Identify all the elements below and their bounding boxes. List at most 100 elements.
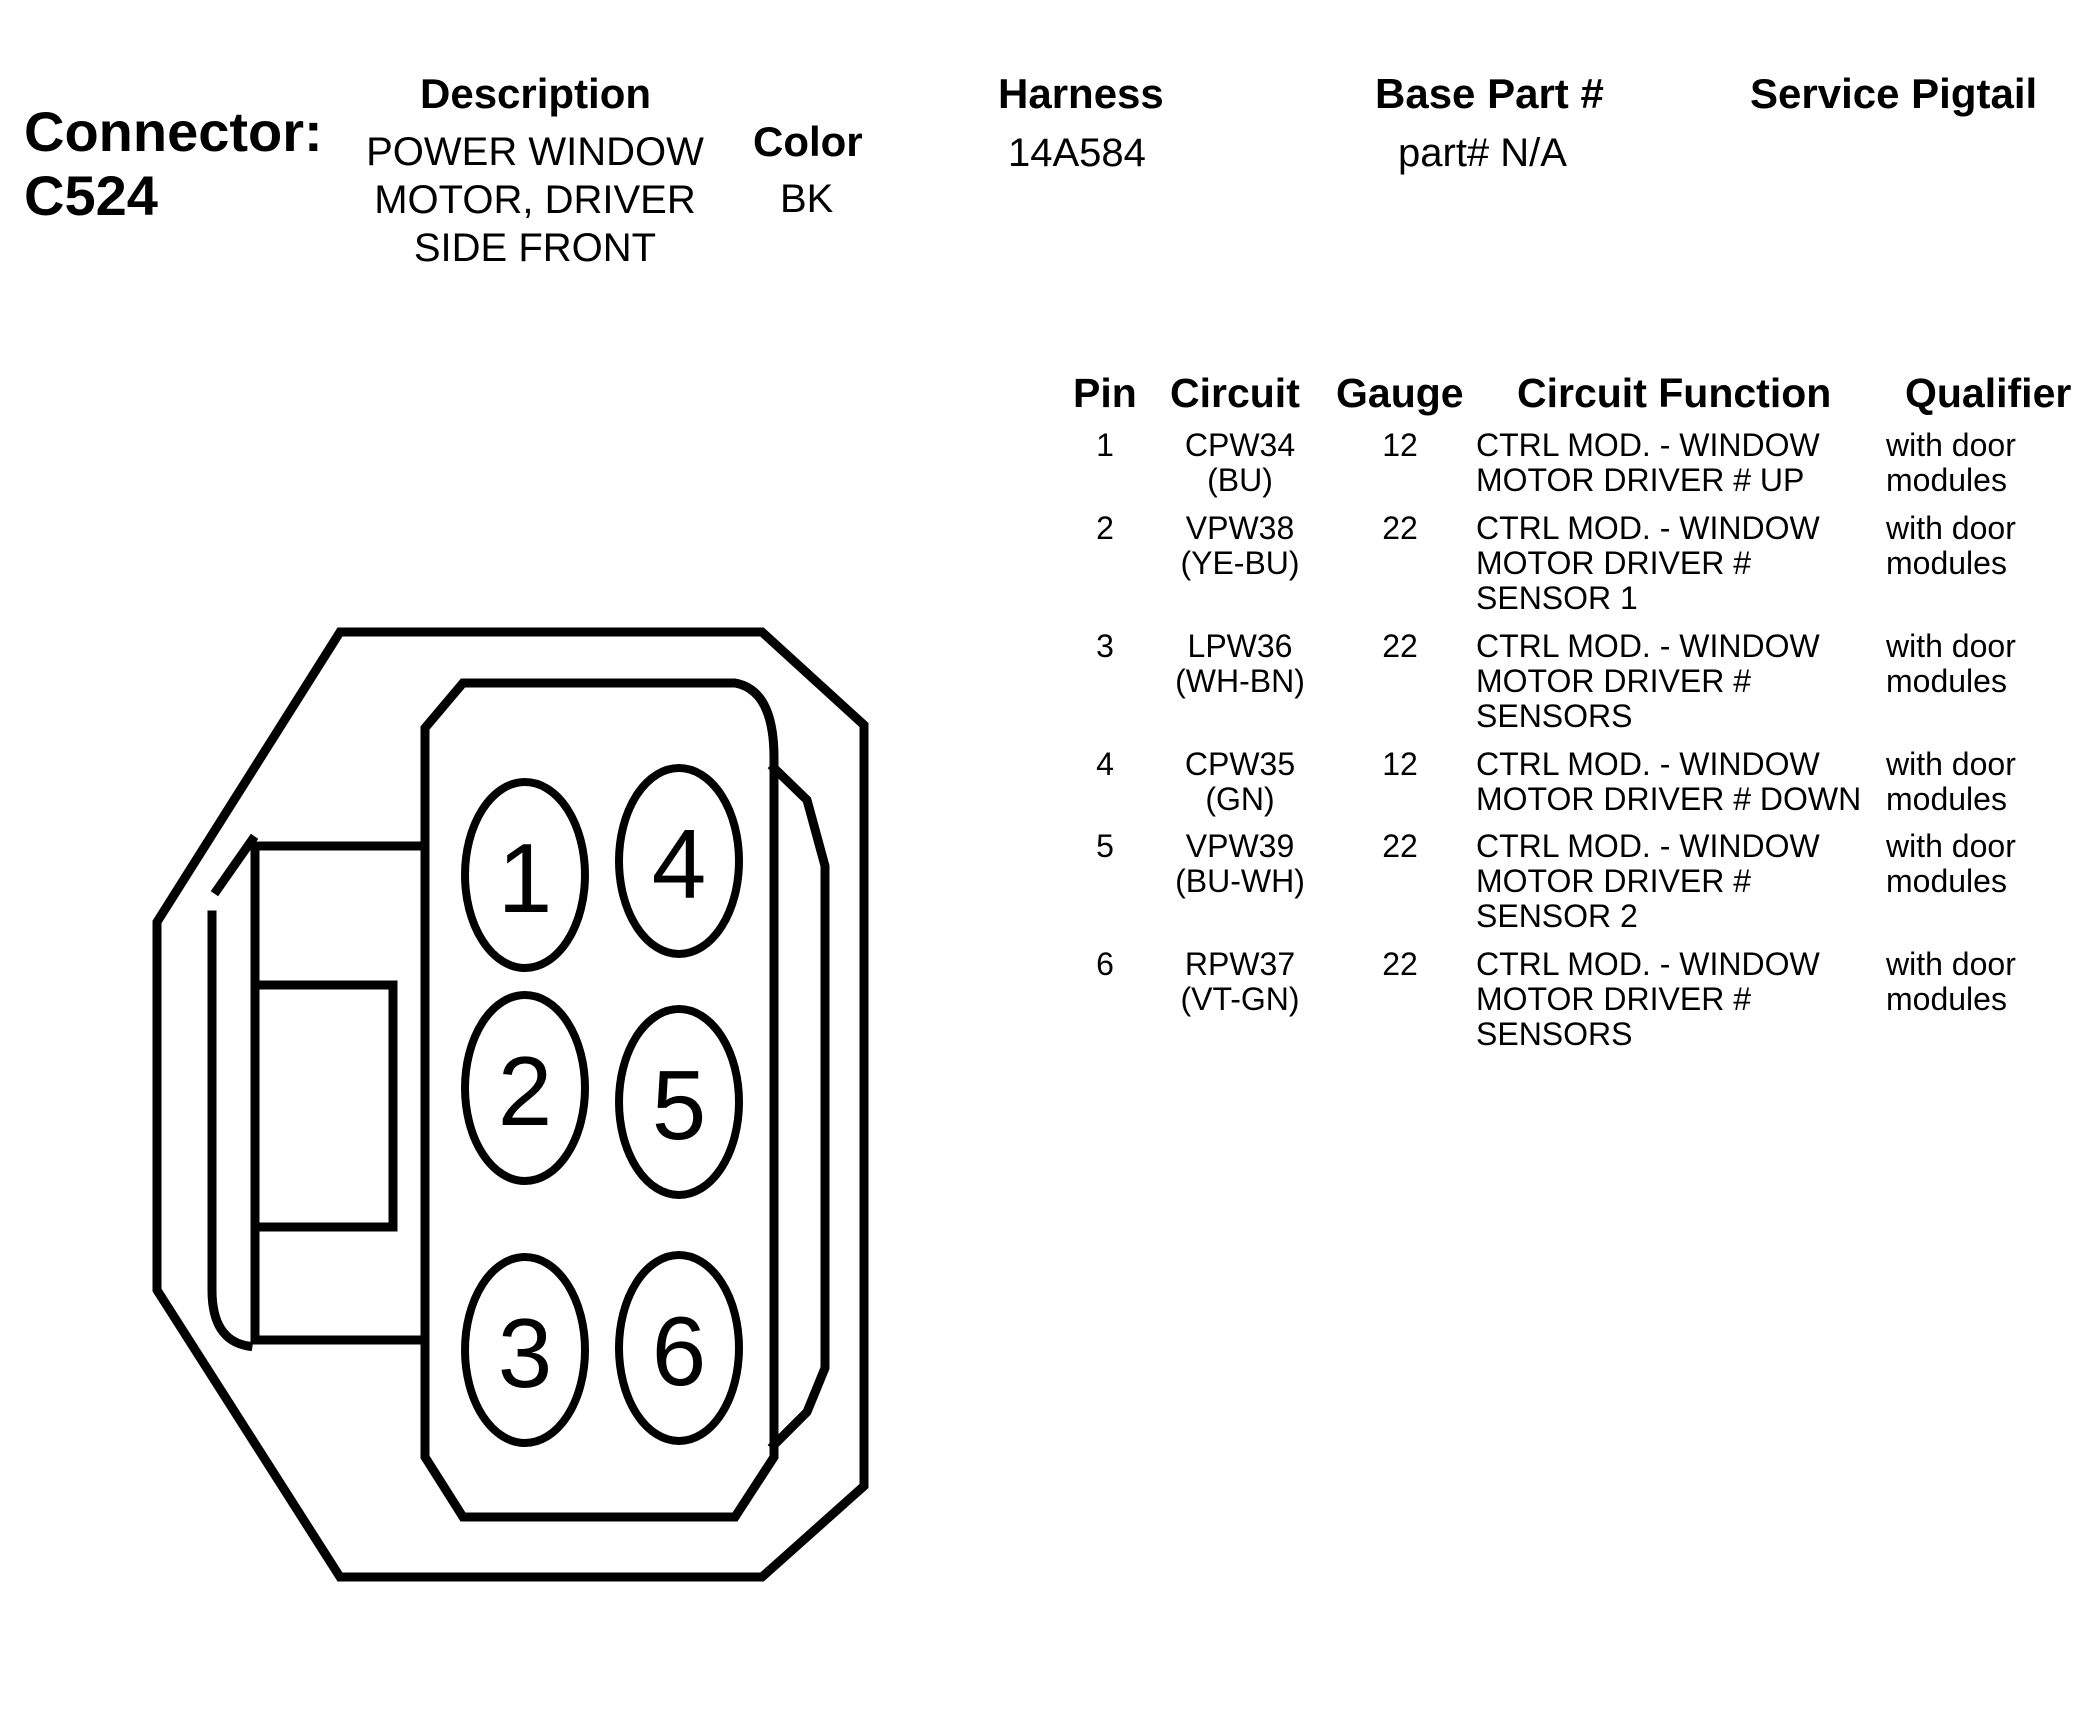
- function-line: MOTOR DRIVER #: [1476, 981, 1751, 1017]
- color-value: BK: [780, 177, 834, 221]
- qualifier-line: modules: [1886, 981, 2007, 1017]
- circuit-code: VPW39: [1185, 828, 1295, 864]
- connector-id: C524: [24, 164, 158, 227]
- gauge-cell: 12: [1382, 427, 1418, 463]
- function-cell: CTRL MOD. - WINDOW MOTOR DRIVER # DOWN: [1476, 747, 1896, 817]
- description-line: SIDE FRONT: [413, 226, 657, 270]
- function-line: SENSOR 1: [1476, 580, 1638, 616]
- pin-cell: 5: [1096, 828, 1114, 864]
- pin-cavity-5: [615, 1005, 743, 1199]
- circuit-color: (BU): [1207, 462, 1273, 498]
- connector-label: Connector:: [24, 100, 323, 163]
- connector-left-tab-rim: [207, 910, 254, 1352]
- qualifier-line: modules: [1886, 781, 2007, 817]
- circuit-code: LPW36: [1187, 628, 1293, 664]
- pin-cell: 4: [1096, 746, 1114, 782]
- function-line: MOTOR DRIVER #: [1476, 863, 1751, 899]
- pin-cavity-4: [615, 764, 743, 958]
- function-line: SENSOR 2: [1476, 898, 1638, 934]
- pin-label-5: 5: [652, 1050, 707, 1160]
- function-line: MOTOR DRIVER # UP: [1476, 462, 1805, 498]
- service-pigtail-header: Service Pigtail: [1750, 70, 2038, 117]
- base-part-value: part# N/A: [1398, 131, 1567, 175]
- description-value: POWER WINDOW MOTOR, DRIVER SIDE FRONT: [345, 128, 725, 272]
- circuit-code: CPW35: [1184, 746, 1296, 782]
- function-line: CTRL MOD. - WINDOW: [1476, 427, 1820, 463]
- col-header-circuit-function: Circuit Function: [1517, 370, 1832, 416]
- circuit-color: (WH-BN): [1175, 663, 1305, 699]
- qualifier-line: modules: [1886, 545, 2007, 581]
- connector-left-tab-edge: [210, 833, 259, 897]
- function-cell: CTRL MOD. - WINDOW MOTOR DRIVER # SENSOR…: [1476, 511, 1896, 616]
- qualifier-line: with door: [1886, 828, 2016, 864]
- color-header: Color: [753, 118, 863, 165]
- description-line: POWER WINDOW: [366, 130, 704, 174]
- function-line: MOTOR DRIVER #: [1476, 663, 1751, 699]
- pin-cell: 1: [1096, 427, 1114, 463]
- pin-cell: 2: [1096, 510, 1114, 546]
- col-header-gauge: Gauge: [1336, 370, 1464, 416]
- pin-label-2: 2: [498, 1036, 553, 1146]
- circuit-cell: CPW34 (BU): [1160, 428, 1320, 498]
- pin-cavities: [461, 764, 743, 1447]
- gauge-cell: 22: [1382, 946, 1418, 982]
- harness-value: 14A584: [1008, 131, 1146, 175]
- gauge-cell: 22: [1382, 628, 1418, 664]
- gauge-cell: 12: [1382, 746, 1418, 782]
- qualifier-line: with door: [1886, 746, 2016, 782]
- qualifier-line: with door: [1886, 628, 2016, 664]
- connector-left-tab: [250, 841, 430, 1345]
- qualifier-cell: with door modules: [1886, 747, 2086, 817]
- gauge-cell: 22: [1382, 510, 1418, 546]
- qualifier-cell: with door modules: [1886, 947, 2086, 1017]
- qualifier-line: modules: [1886, 462, 2007, 498]
- pin-cell: 6: [1096, 946, 1114, 982]
- connector-title: Connector: C524: [24, 100, 323, 228]
- pin-cavity-2: [461, 991, 589, 1185]
- qualifier-line: modules: [1886, 663, 2007, 699]
- col-header-qualifier: Qualifier: [1905, 370, 2072, 416]
- col-header-pin: Pin: [1073, 370, 1137, 416]
- circuit-cell: LPW36 (WH-BN): [1160, 629, 1320, 699]
- function-line: SENSORS: [1476, 698, 1633, 734]
- function-line: MOTOR DRIVER #: [1476, 545, 1751, 581]
- circuit-cell: VPW39 (BU-WH): [1160, 829, 1320, 899]
- pin-cell: 3: [1096, 628, 1114, 664]
- pin-label-6: 6: [652, 1296, 707, 1406]
- circuit-color: (VT-GN): [1180, 981, 1300, 1017]
- circuit-cell: VPW38 (YE-BU): [1160, 511, 1320, 581]
- circuit-cell: RPW37 (VT-GN): [1160, 947, 1320, 1017]
- qualifier-cell: with door modules: [1886, 829, 2086, 899]
- circuit-code: RPW37: [1184, 946, 1296, 982]
- function-cell: CTRL MOD. - WINDOW MOTOR DRIVER # SENSOR…: [1476, 947, 1896, 1052]
- col-header-circuit: Circuit: [1170, 370, 1300, 416]
- function-line: CTRL MOD. - WINDOW: [1476, 946, 1820, 982]
- circuit-cell: CPW35 (GN): [1160, 747, 1320, 817]
- harness-header: Harness: [998, 70, 1164, 117]
- pin-cavity-1: [461, 778, 589, 972]
- pin-label-3: 3: [498, 1298, 553, 1408]
- function-line: CTRL MOD. - WINDOW: [1476, 628, 1820, 664]
- function-cell: CTRL MOD. - WINDOW MOTOR DRIVER # SENSOR…: [1476, 629, 1896, 734]
- pin-label-1: 1: [498, 823, 553, 933]
- function-line: SENSORS: [1476, 1016, 1633, 1052]
- circuit-color: (YE-BU): [1180, 545, 1300, 581]
- qualifier-line: with door: [1886, 427, 2016, 463]
- connector-tab-window: [250, 980, 398, 1232]
- function-cell: CTRL MOD. - WINDOW MOTOR DRIVER # UP: [1476, 428, 1896, 498]
- pin-cavity-3: [461, 1253, 589, 1447]
- description-header: Description: [420, 70, 652, 117]
- function-line: CTRL MOD. - WINDOW: [1476, 510, 1820, 546]
- qualifier-cell: with door modules: [1886, 511, 2086, 581]
- function-line: MOTOR DRIVER # DOWN: [1476, 781, 1862, 817]
- connector-outer-shell: [152, 627, 869, 1582]
- function-line: CTRL MOD. - WINDOW: [1476, 746, 1820, 782]
- qualifier-line: with door: [1886, 946, 2016, 982]
- connector-right-latch: [767, 761, 830, 1452]
- function-line: CTRL MOD. - WINDOW: [1476, 828, 1820, 864]
- function-cell: CTRL MOD. - WINDOW MOTOR DRIVER # SENSOR…: [1476, 829, 1896, 934]
- gauge-cell: 22: [1382, 828, 1418, 864]
- pin-cavity-6: [615, 1251, 743, 1445]
- qualifier-line: with door: [1886, 510, 2016, 546]
